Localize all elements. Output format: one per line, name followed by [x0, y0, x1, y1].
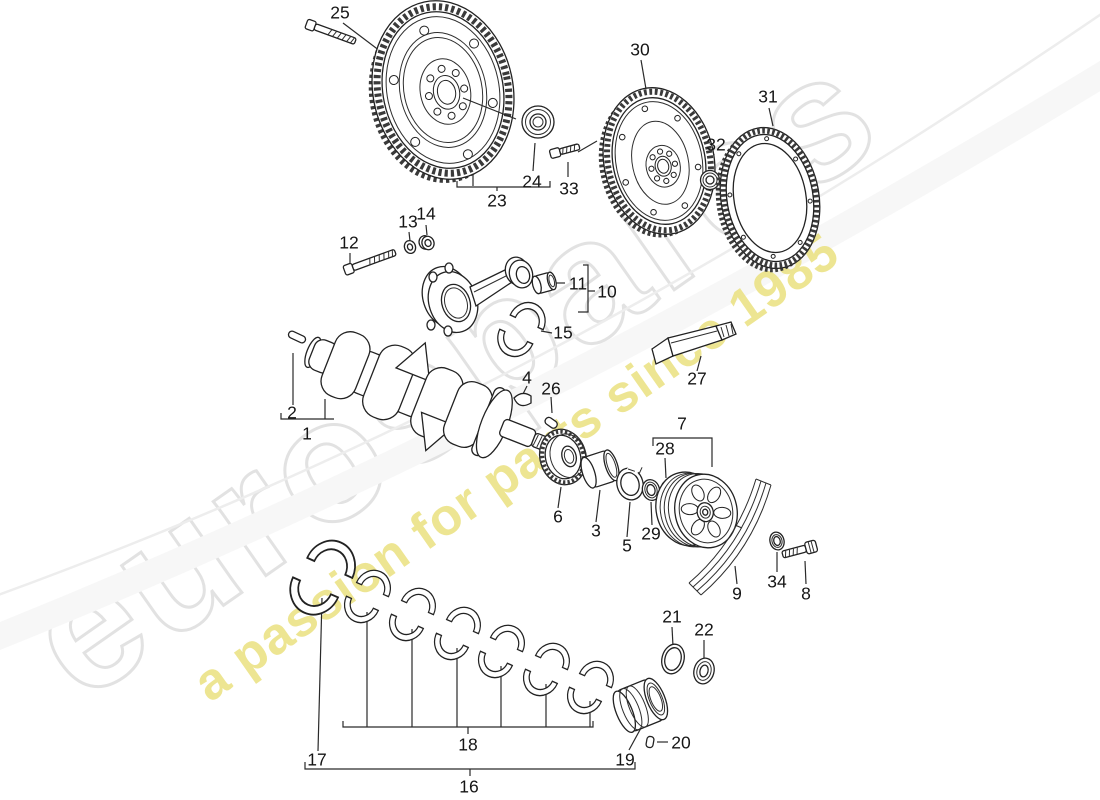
main-bearing-shells — [382, 581, 443, 647]
rod-bearing-shells — [490, 295, 553, 364]
snap-ring — [616, 461, 644, 501]
bearing-sleeve — [612, 677, 669, 734]
retaining-pin — [645, 735, 655, 749]
connecting-rod-bolt — [342, 249, 397, 276]
small-end-bushing — [531, 271, 557, 295]
flywheel-bolt — [304, 18, 357, 45]
pin — [544, 416, 558, 429]
pilot-bearing — [521, 105, 555, 139]
crankshaft-pulley — [655, 471, 738, 549]
needle-bearing — [699, 169, 721, 191]
main-bearing-shells — [560, 654, 621, 720]
main-bearing-shells — [516, 636, 577, 702]
woodruff-key — [513, 392, 532, 407]
thrust-washer — [641, 478, 661, 502]
seal-ring — [693, 657, 715, 685]
flywheel — [598, 87, 716, 238]
o-ring — [661, 643, 685, 675]
sealant-tube — [651, 321, 737, 365]
main-bearing-shells — [471, 618, 532, 684]
spacer-sleeve — [580, 449, 620, 489]
main-bearing-shells — [427, 600, 488, 666]
crankshaft-gear — [538, 428, 588, 486]
dual-mass-flywheel — [368, 0, 515, 183]
drive-belt — [688, 478, 772, 596]
crankshaft — [304, 331, 552, 459]
connecting-rod — [421, 256, 534, 337]
ring-gear — [715, 126, 821, 273]
nut — [418, 235, 435, 251]
washer — [403, 239, 417, 255]
drive-plate-bolt — [548, 143, 581, 159]
dowel-pin — [287, 330, 307, 344]
pulley-bolt — [781, 539, 819, 559]
pulley-washer — [769, 531, 785, 551]
